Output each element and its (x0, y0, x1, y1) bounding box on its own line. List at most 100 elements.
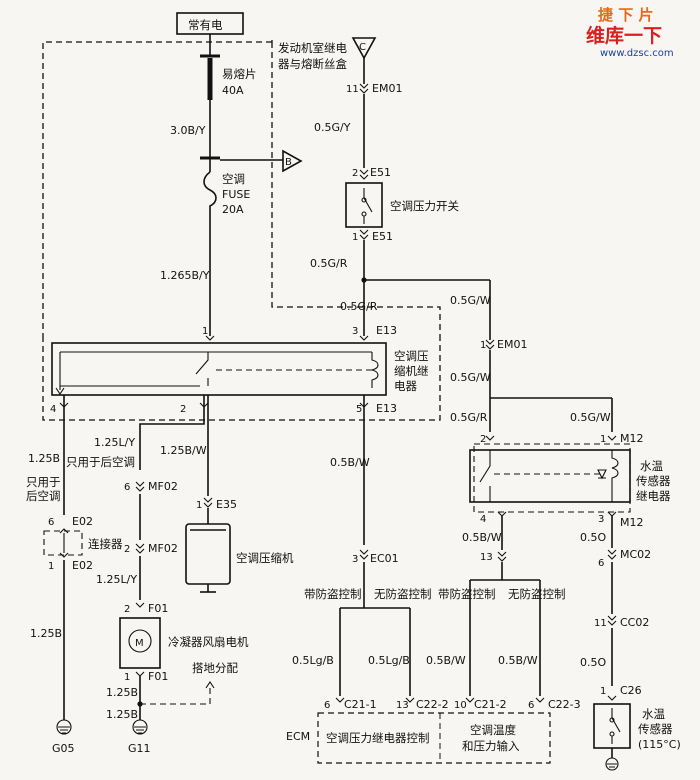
wire-label-125b-left-2: 1.25B (30, 627, 62, 640)
option-without-immobilizer-a: 无防盗控制 (374, 587, 432, 601)
compressor-label: 空调压缩机 (236, 551, 294, 565)
ac-fuse-name2: FUSE (222, 188, 250, 201)
connector-b-symbol (282, 149, 303, 173)
relay-e13-bot: E13 (376, 402, 397, 415)
e02-bot-label: E02 (72, 559, 93, 572)
water-temp-sensor-relay (469, 449, 631, 503)
ac-fuse-rating: 20A (222, 203, 244, 216)
em01-label: EM01 (372, 82, 402, 95)
f01-top-label: F01 (148, 602, 168, 615)
m12-pin3: 3 (598, 514, 604, 525)
mf02-top-label: MF02 (148, 480, 178, 493)
ecm-pin6: 6 (324, 700, 330, 711)
wire-label-05gy: 0.5G/Y (314, 121, 351, 134)
m12-top-label: M12 (620, 432, 644, 445)
wire-label-05bw-ecm: 0.5B/W (330, 456, 370, 469)
ground-g11-symbol (132, 719, 148, 735)
m12-label-2: 传感器 (636, 474, 671, 488)
m12-bot-label: M12 (620, 516, 644, 529)
wire-label-bw-2: 0.5B/W (498, 654, 538, 667)
relay-pin4: 4 (50, 404, 56, 415)
e35-label: E35 (216, 498, 237, 511)
relay-label-1: 空调压 (394, 349, 429, 363)
ac-compressor-relay (51, 342, 387, 396)
e51-top-pin: 2 (352, 168, 358, 179)
ground-distribution-note: 搭地分配 (192, 661, 238, 675)
em01-b-label: EM01 (497, 338, 527, 351)
wire-label-125b-b: 1.25B (106, 708, 138, 721)
connector-c-symbol (351, 37, 377, 60)
connector-c-label: C (359, 42, 366, 53)
wire-label-05gw-c: 0.5G/W (570, 411, 611, 424)
mc02-label: MC02 (620, 548, 651, 561)
rear-ac-note-2: 后空调 (26, 489, 61, 503)
motor-symbol: M (135, 638, 144, 649)
fusebox-label-line1: 发动机室继电 (278, 41, 347, 55)
watermark-line1: 捷 下 片 (598, 6, 653, 24)
relay-e13-top: E13 (376, 324, 397, 337)
wire-label-lgb-2: 0.5Lg/B (368, 654, 410, 667)
wire-label-05gr-c: 0.5G/R (450, 411, 488, 424)
ground-g11-label: G11 (128, 742, 151, 755)
wire-label-05o-2: 0.5O (580, 656, 606, 669)
m12-label-1: 水温 (640, 459, 663, 473)
ecm-c22-2: C22-2 (416, 698, 449, 711)
m12-out-pin13: 13 (480, 552, 493, 563)
relay-pin2: 2 (180, 404, 186, 415)
fusible-link-rating: 40A (222, 84, 244, 97)
ecm-c21-1: C21-1 (344, 698, 377, 711)
ground-g05-symbol (56, 719, 72, 735)
connector-b-label: B (285, 157, 292, 168)
ac-compressor (185, 523, 231, 585)
ecm-pin6b: 6 (528, 700, 534, 711)
wire-label-05o: 0.5O (580, 531, 606, 544)
c26-label: C26 (620, 684, 642, 697)
m12-pin4: 4 (480, 514, 486, 525)
watermark: 捷 下 片 维库一下 www.dzsc.com (586, 6, 674, 59)
ac-fuse-symbol (203, 171, 217, 300)
sensor-label-2: 传感器 (638, 722, 673, 736)
m12-label-3: 继电器 (636, 489, 671, 503)
wire-label-05gr-b: 0.5G/R (340, 300, 378, 313)
cc02-label: CC02 (620, 616, 649, 629)
always-on-label: 常有电 (188, 18, 223, 32)
ground-g05-label: G05 (52, 742, 75, 755)
ecm-pin13: 13 (396, 700, 409, 711)
wire-label-1265: 1.265B/Y (160, 269, 210, 282)
wire-label-125ly: 1.25L/Y (94, 436, 135, 449)
f01-top-pin: 2 (124, 604, 130, 615)
fusible-link-name: 易熔片 (222, 67, 257, 81)
e51-bot-label: E51 (372, 230, 393, 243)
mf02-bot-label: MF02 (148, 542, 178, 555)
ecm-func-temp: 空调温度 (470, 723, 516, 737)
motor-icon (128, 629, 152, 653)
wire-label-125b-a: 1.25B (106, 686, 138, 699)
c26-pin: 1 (600, 686, 606, 697)
cc02-pin: 11 (594, 618, 607, 629)
mf02-bot-pin: 2 (124, 544, 130, 555)
em01-b-pin: 1 (480, 340, 486, 351)
condenser-fan-motor (119, 617, 161, 669)
ec01-pin: 3 (352, 554, 358, 565)
relay-label-3: 电器 (394, 379, 417, 393)
mc02-pin: 6 (598, 558, 604, 569)
option-with-immobilizer-b: 带防盗控制 (438, 587, 496, 601)
wire-label-bw-1: 0.5B/W (426, 654, 466, 667)
ecm-box (317, 712, 551, 764)
f01-bot-label: F01 (148, 670, 168, 683)
fan-motor-label: 冷凝器风扇电机 (168, 635, 249, 649)
rear-ac-note-1: 只用于 (26, 475, 61, 489)
relay-dashed-enclosure (42, 336, 441, 421)
e02-bot-pin: 1 (48, 561, 54, 572)
ecm-c21-2: C21-2 (474, 698, 507, 711)
e51-top-label: E51 (370, 166, 391, 179)
m12-pin1: 1 (600, 434, 606, 445)
sensor-label-1: 水温 (642, 707, 665, 721)
wire-label-lgb-1: 0.5Lg/B (292, 654, 334, 667)
ecm-c22-3: C22-3 (548, 698, 581, 711)
ac-pressure-switch (345, 182, 383, 228)
m12-pin2: 2 (480, 434, 486, 445)
option-with-immobilizer-a: 带防盗控制 (304, 587, 362, 601)
watermark-line2: 维库一下 (586, 24, 662, 47)
